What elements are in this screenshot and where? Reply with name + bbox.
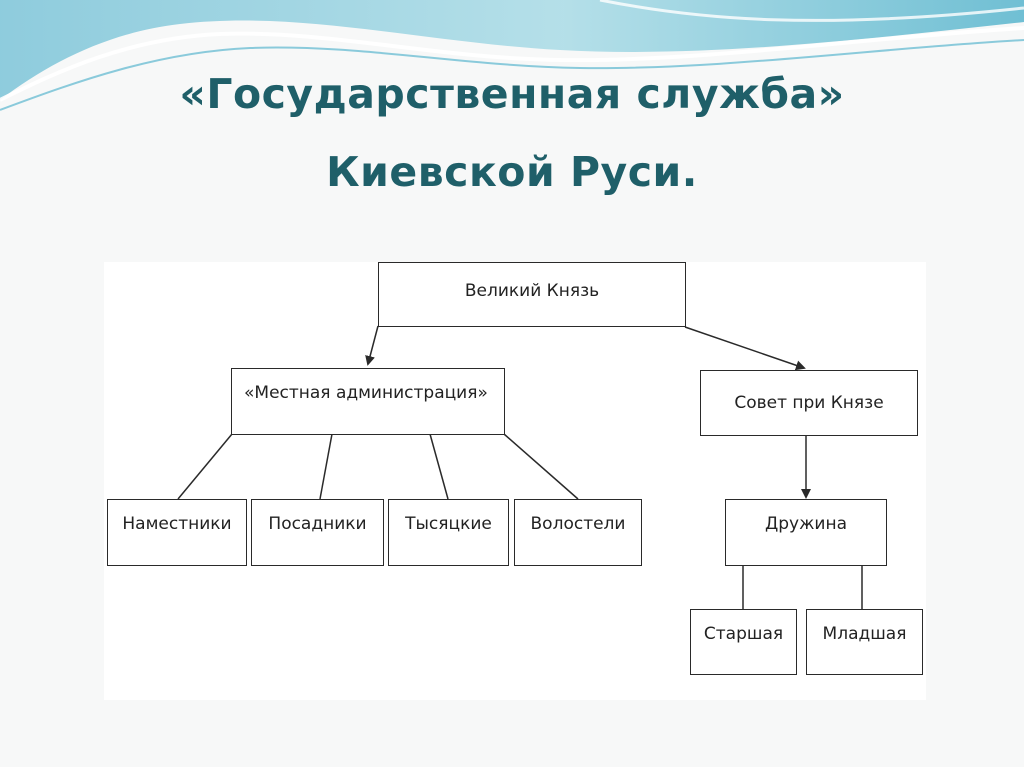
arrow-root-to-council [684, 326, 806, 371]
page-title-line-1: «Государственная служба» [179, 70, 845, 118]
box-grand-prince-label: Великий Князь [464, 281, 600, 301]
box-grand-prince: Великий Князь [378, 262, 686, 327]
box-tysyatskie-label: Тысяцкие [405, 514, 492, 534]
decorative-wave-header [0, 0, 1024, 111]
box-mladshaya: Младшая [806, 609, 923, 675]
box-tysyatskie: Тысяцкие [388, 499, 509, 566]
box-starshaya-label: Старшая [703, 624, 784, 644]
box-local-administration: «Местная администрация» [231, 368, 505, 435]
box-namestniki-label: Наместники [122, 514, 232, 534]
box-druzhina: Дружина [725, 499, 887, 566]
box-posadniki: Посадники [251, 499, 384, 566]
box-council: Совет при Князе [700, 370, 918, 436]
line-local-admin-to-tysyatskie [429, 433, 449, 500]
box-mladshaya-label: Младшая [822, 624, 907, 644]
box-local-administration-label: «Местная администрация» [244, 383, 488, 403]
box-starshaya: Старшая [690, 609, 797, 675]
box-volosteli-label: Волостели [530, 514, 626, 534]
line-local-admin-to-volosteli [503, 433, 579, 500]
box-namestniki: Наместники [107, 499, 247, 566]
box-volosteli: Волостели [514, 499, 642, 566]
line-local-admin-to-namestniki [177, 433, 233, 500]
page-title-line-2: Киевской Руси. [326, 148, 698, 196]
box-posadniki-label: Посадники [268, 514, 367, 534]
box-druzhina-label: Дружина [764, 514, 848, 534]
arrow-root-to-local-admin [365, 325, 379, 366]
line-local-admin-to-posadniki [319, 433, 333, 500]
box-council-label: Совет при Князе [734, 393, 884, 413]
